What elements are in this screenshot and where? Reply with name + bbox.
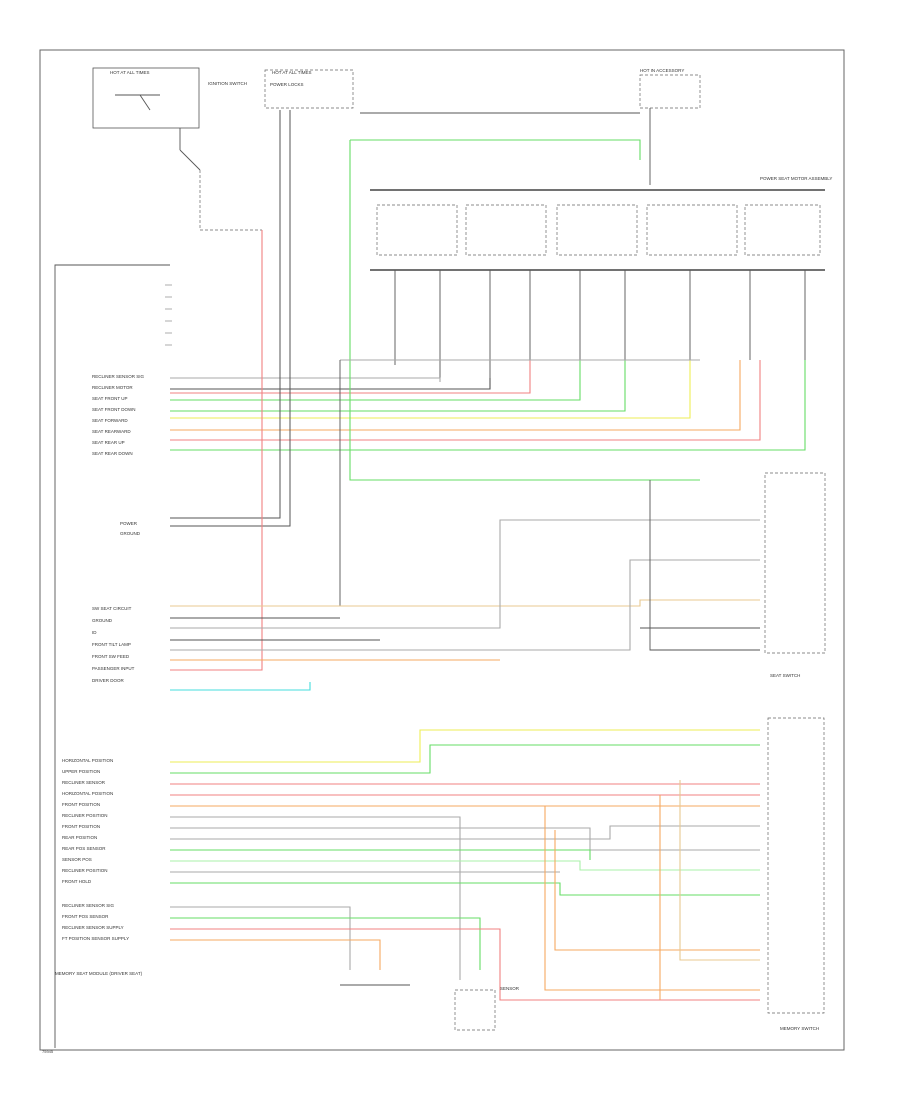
label-g4-1: UPPER POSITION (62, 769, 100, 774)
fuse-box-text: POWER LOCKS (270, 82, 304, 87)
label-g3-6: DRIVER DOOR (92, 678, 125, 683)
label-g5-1: FRONT POS SENSOR (62, 914, 109, 919)
group1-wires (170, 360, 806, 451)
group5-wires (170, 906, 760, 1001)
memory-switch: MEMORY SWITCH (544, 717, 825, 1031)
group3-wires (170, 519, 760, 691)
label-g4-11: FRONT HOLD (62, 879, 92, 884)
label-power: POWER (120, 521, 138, 526)
accessory-relay: HOT IN ACCESSORY (639, 68, 701, 185)
label-g4-3: HORIZONTAL POSITION (62, 791, 113, 796)
label-g4-7: REAR POSITION (62, 835, 97, 840)
label-g4-8: REAR POS SENSOR (62, 846, 106, 851)
label-g1-2: SEAT FRONT UP (92, 396, 128, 401)
lower-label: MEMORY SWITCH (780, 1026, 819, 1031)
sensor: SENSOR (340, 984, 520, 1031)
sensor-label: SENSOR (500, 986, 520, 991)
label-g1-4: SEAT FORWARD (92, 418, 128, 423)
label-g1-7: SEAT REAR DOWN (92, 451, 133, 456)
motor-header: POWER SEAT MOTOR ASSEMBLY (760, 176, 832, 181)
label-g3-3: FRONT TILT LAMP (92, 642, 131, 647)
label-g4-0: HORIZONTAL POSITION (62, 758, 113, 763)
group4-labels: HORIZONTAL POSITION UPPER POSITION RECLI… (62, 758, 113, 884)
group4-wires (170, 729, 760, 980)
motor-group (376, 204, 821, 256)
label-g4-9: SENSOR POS (62, 857, 92, 862)
label-g5-0: RECLINER SENSOR SIG (62, 903, 115, 908)
group1-labels: RECLINER SENSOR SIG RECLINER MOTOR SEAT … (92, 374, 145, 456)
label-g4-4: FRONT POSITION (62, 802, 100, 807)
label-g1-1: RECLINER MOTOR (92, 385, 133, 390)
label-g4-2: RECLINER SENSOR (62, 780, 106, 785)
label-ground: GROUND (120, 531, 141, 536)
label-g5-2: RECLINER SENSOR SUPPLY (62, 925, 124, 930)
footer-code: 75945 (42, 1049, 54, 1054)
label-g1-0: RECLINER SENSOR SIG (92, 374, 145, 379)
seat-switch: SEAT SWITCH (640, 472, 826, 678)
fuse-panel: HOT AT ALL TIMES POWER LOCKS (264, 69, 354, 109)
label-g3-4: FRONT SW FEED (92, 654, 130, 659)
label-g5-3: FT POSITION SENSOR SUPPLY (62, 936, 129, 941)
ignition-label: IGNITION SWITCH (208, 81, 247, 86)
label-g3-2: ID (92, 630, 97, 635)
motor-drops (394, 270, 806, 382)
group2: POWER GROUND (120, 110, 291, 536)
pin-stubs (165, 284, 172, 346)
seat-switch-label: SEAT SWITCH (770, 673, 800, 678)
label-g3-5: PASSENGER INPUT (92, 666, 135, 671)
label-g4-5: RECLINER POSITION (62, 813, 108, 818)
group3-labels: SW SEAT CIRCUIT GROUND ID FRONT TILT LAM… (92, 606, 135, 683)
right-box-label: HOT IN ACCESSORY (640, 68, 684, 73)
ignition-box-label: HOT AT ALL TIMES (110, 70, 150, 75)
label-g1-6: SEAT REAR UP (92, 440, 125, 445)
label-g1-5: SEAT REARWARD (92, 429, 131, 434)
label-g4-6: FRONT POSITION (62, 824, 100, 829)
label-g4-10: RECLINER POSITION (62, 868, 108, 873)
ignition-switch: HOT AT ALL TIMES IGNITION SWITCH (92, 67, 247, 171)
label-g1-3: SEAT FRONT DOWN (92, 407, 136, 412)
group5-labels: RECLINER SENSOR SIG FRONT POS SENSOR REC… (62, 903, 129, 941)
label-g3-1: GROUND (92, 618, 113, 623)
fuse-box-label: HOT AT ALL TIMES (272, 70, 312, 75)
label-g3-0: SW SEAT CIRCUIT (92, 606, 132, 611)
diagram-frame (39, 49, 845, 1051)
module-label: MEMORY SEAT MODULE (DRIVER SEAT) (55, 971, 143, 976)
